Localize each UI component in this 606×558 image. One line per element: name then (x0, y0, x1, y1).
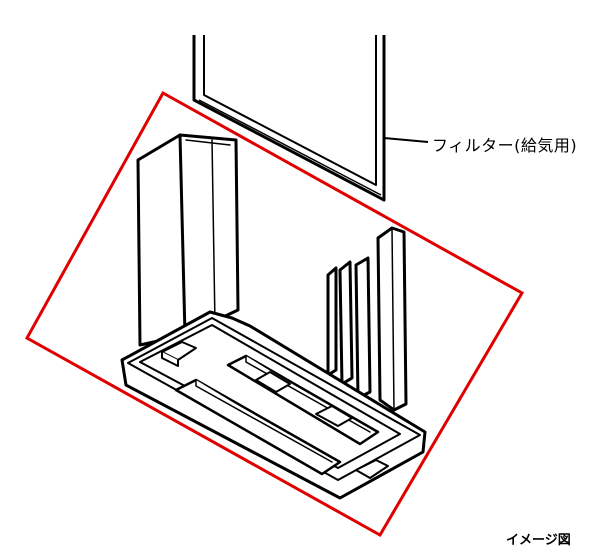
filter-holder (120, 133, 427, 500)
callout-leader-line (383, 137, 429, 143)
image-note-label: イメージ図 (506, 533, 571, 548)
filter-panel (192, 35, 386, 202)
filter-callout-label: フィルター(給気用) (432, 136, 578, 155)
highlight-frame (24, 90, 525, 538)
